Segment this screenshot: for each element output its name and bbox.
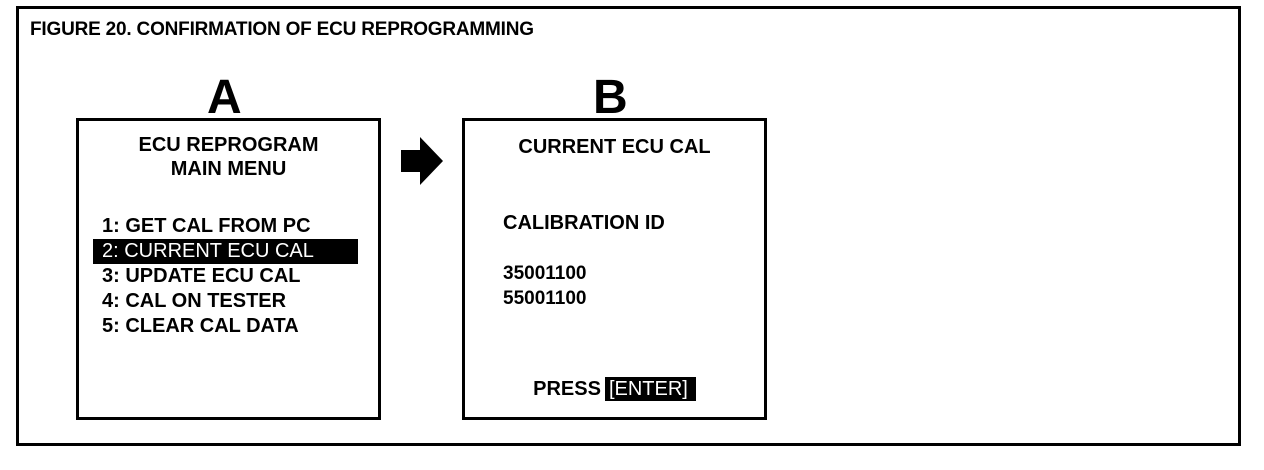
screen-b-title: CURRENT ECU CAL — [518, 136, 711, 158]
calibration-id-value: 55001100 — [503, 288, 587, 309]
panel-b-letter: B — [593, 71, 628, 124]
screen-a-title-line2: MAIN MENU — [170, 158, 287, 180]
calibration-id-values: 35001100 55001100 — [503, 261, 587, 311]
figure-frame — [16, 6, 1241, 446]
screen-a-title-line1: ECU REPROGRAM — [138, 134, 319, 156]
press-label: PRESS — [533, 378, 601, 400]
right-arrow-icon — [401, 137, 443, 185]
menu-item-clear-cal-data[interactable]: 5: CLEAR CAL DATA — [102, 315, 299, 337]
enter-key-button[interactable]: [ENTER] — [604, 377, 696, 401]
calibration-id-label: CALIBRATION ID — [503, 212, 665, 234]
panel-a-letter: A — [207, 71, 242, 124]
screen-a-main-menu: ECU REPROGRAM MAIN MENU 1: GET CAL FROM … — [76, 118, 381, 420]
menu-item-current-ecu-cal[interactable]: 2: CURRENT ECU CAL — [93, 239, 358, 264]
menu-item-get-cal-from-pc[interactable]: 1: GET CAL FROM PC — [102, 215, 311, 237]
figure-title: FIGURE 20. CONFIRMATION OF ECU REPROGRAM… — [30, 19, 534, 40]
calibration-id-value: 35001100 — [503, 263, 587, 284]
menu-item-update-ecu-cal[interactable]: 3: UPDATE ECU CAL — [102, 265, 301, 287]
screen-b-current-ecu-cal: CURRENT ECU CAL CALIBRATION ID 35001100 … — [462, 118, 767, 420]
menu-item-cal-on-tester[interactable]: 4: CAL ON TESTER — [102, 290, 287, 312]
main-menu-list: 1: GET CAL FROM PC 2: CURRENT ECU CAL 3:… — [79, 214, 378, 339]
press-enter-prompt: PRESS[ENTER] — [465, 377, 764, 401]
